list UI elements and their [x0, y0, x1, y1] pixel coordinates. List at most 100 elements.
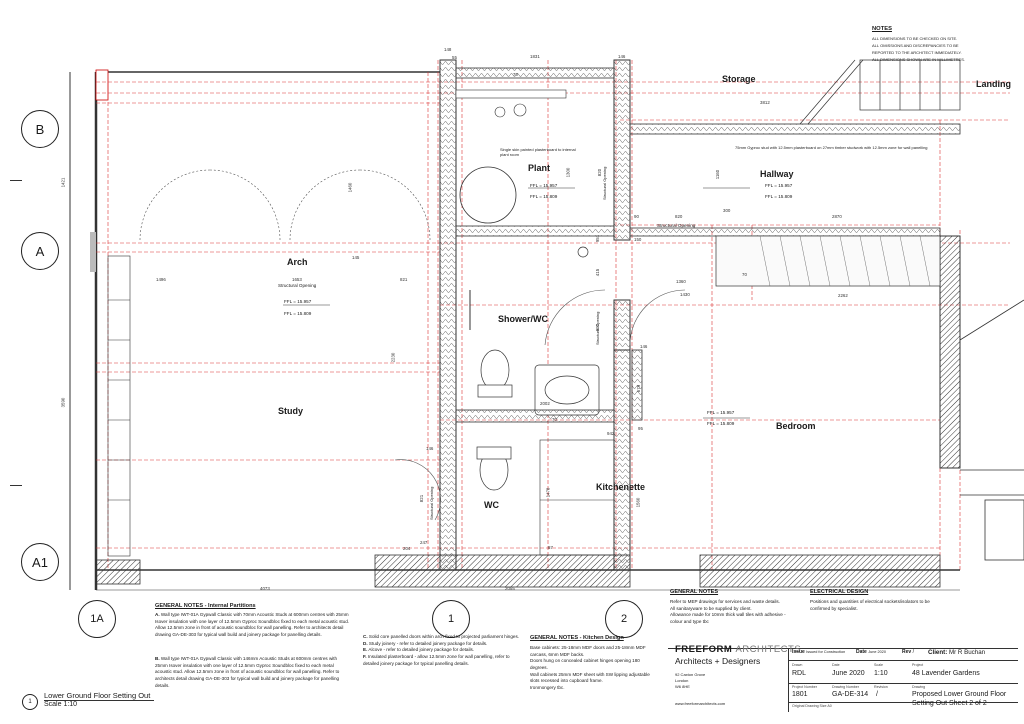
room-arch: Arch: [287, 257, 308, 267]
tb-line-h2: [788, 683, 1018, 684]
plant-note: Single skin painted plasterboard to inte…: [500, 147, 576, 157]
hallway-note: 75mm Gyproc stud with 12.5mm plasterboar…: [735, 145, 928, 150]
tb-scale-label: Scale: [874, 663, 883, 667]
room-hallway: Hallway: [760, 169, 794, 179]
dim-2870: 2870: [832, 214, 842, 219]
joinery-hatching: [759, 235, 931, 287]
kitchenette-right-wall: [613, 349, 631, 571]
grid-tick-2: [10, 485, 22, 486]
notes-line-4: ALL DIMENSIONS SHOWN ARE IN MILLIMETRES.: [872, 57, 965, 62]
room-study: Study: [278, 406, 304, 416]
notes-line-1: ALL DIMENSIONS TO BE CHECKED ON SITE.: [872, 36, 958, 41]
notes-line-3: REPORTED TO THE ARCHITECT IMMEDIATELY.: [872, 50, 962, 55]
room-wc: WC: [484, 500, 499, 510]
tb-project-value: 48 Lavender Gardens: [912, 670, 980, 677]
dim-1496: 1496: [156, 277, 166, 282]
dim-148: 148: [444, 47, 452, 52]
dim-415: 415: [595, 268, 601, 277]
arch-structural-opening: Structural Opening: [278, 283, 317, 288]
address-line-3: W6 8HE: [675, 684, 690, 689]
section-marker-1: 1: [432, 600, 470, 638]
partitions-heading: GENERAL NOTES - Internal Partitions: [155, 603, 256, 609]
room-landing: Landing: [976, 79, 1011, 89]
dim-70-wc: 70: [552, 417, 557, 422]
shower-right-wall: [613, 299, 631, 351]
dim-95: 95: [638, 426, 643, 431]
dim-146-study: 146: [426, 446, 434, 451]
tb-project-label: Project: [912, 663, 924, 667]
tb-issue: Issue Issued for Construction: [792, 649, 846, 655]
bedroom-right-wall: [939, 235, 961, 469]
notes-line-2: ALL OMISSIONS AND DISCREPANCIES TO BE: [872, 43, 959, 48]
tb-drawnum-label: Drawing Number: [832, 685, 859, 689]
dim-820-hall: 820: [675, 214, 683, 219]
dim-942: 942: [607, 431, 615, 436]
plant-top-wall: [455, 67, 615, 79]
tb-projnum-value: 1801: [792, 691, 808, 698]
section-marker-2: 2: [605, 600, 643, 638]
kitchen-notes: Base cabinets: 25-18mm MDF doors and 25-…: [530, 645, 650, 690]
dim-951: 951: [595, 234, 601, 243]
dim-4073: 4073: [260, 586, 270, 591]
tb-client: Client: Mr R Buchan: [928, 649, 986, 656]
room-plant: Plant: [528, 163, 551, 173]
plant-shelf: [455, 89, 567, 99]
bedroom-left-pier: [631, 349, 643, 421]
note-c: C. Solid core panelled doors within arch…: [363, 634, 520, 639]
partitions-note-a: A. Wall type IWT-01A Gypwall Classic wit…: [155, 612, 350, 637]
room-shower-wc: Shower/WC: [498, 314, 549, 324]
dim-1430: 1430: [680, 292, 690, 297]
hallway-bottom-wall: [629, 227, 941, 237]
bedroom-ffl-2: FFL = 15.809: [707, 421, 735, 426]
note-f: F. Insulated plasterboard - allow 12.5mm…: [363, 653, 510, 666]
tb-drawn-label: Drawn: [792, 663, 803, 667]
hallway-top-wall: [629, 123, 961, 135]
electrical-heading: ELECTRICAL DESIGN: [810, 589, 869, 595]
note-e: E. Alcove - refer to detailed joinery pa…: [363, 647, 475, 653]
grid-bubble-b: B: [21, 110, 59, 148]
tb-drawing-label: Drawing: [912, 685, 926, 689]
tb-drawnum-value: GA-DE-314: [832, 691, 869, 698]
tb-drawing-value-1: Proposed Lower Ground Floor: [912, 691, 1007, 698]
tb-rev: Rev /: [902, 649, 914, 655]
section-marker-1a: 1A: [78, 600, 116, 638]
dim-2262: 2262: [838, 293, 848, 298]
dim-90: 90: [634, 214, 639, 219]
firm-tagline: Architects + Designers: [675, 656, 761, 666]
address-line-2: London: [675, 678, 689, 683]
bottom-block-3: [699, 554, 941, 588]
dim-204: 204: [403, 546, 411, 551]
dim-3812: 3812: [760, 100, 770, 105]
drawing-title-underline: [44, 700, 154, 701]
grid-bubble-a: A: [21, 232, 59, 270]
dim-1653: 1653: [292, 277, 302, 282]
dim-55: 55: [452, 55, 457, 60]
tb-line-h3: [788, 702, 1018, 703]
dim-1560: 1560: [635, 497, 641, 508]
tb-projnum-label: Project Number: [792, 685, 817, 689]
grid-tick-1: [10, 180, 22, 181]
tb-revision-value: /: [876, 691, 878, 698]
dim-300: 300: [723, 208, 731, 213]
dim-820-plant: 820: [597, 168, 603, 177]
dim-821-arch: 821: [400, 277, 408, 282]
tb-drawing-value-2: Setting Out Sheet 2 of 2: [912, 700, 987, 707]
tb-dated-value: June 2020: [832, 670, 865, 677]
dim-1460: 1460: [347, 182, 353, 193]
ffl-markers: [283, 187, 750, 419]
plant-valve-1: [513, 103, 527, 117]
arch-ffl-1: FFL = 15.957: [284, 299, 312, 304]
hallway-joinery: [715, 235, 941, 287]
dim-146-top: 146: [618, 54, 626, 59]
bottom-block-1: [95, 559, 141, 585]
note-d: D. Study joinery - refer to detailed joi…: [363, 640, 488, 646]
room-kitchenette: Kitchenette: [596, 482, 646, 492]
left-wall-pier: [90, 232, 96, 272]
address-line-1: 92 Caxton Grove: [675, 672, 706, 677]
dim-2055: 2055: [505, 586, 515, 591]
room-storage: Storage: [722, 74, 756, 84]
plant-ffl-2: FFL = 15.809: [530, 194, 558, 199]
firm-logo: FREEFORM ARCHITECTS: [675, 644, 802, 655]
